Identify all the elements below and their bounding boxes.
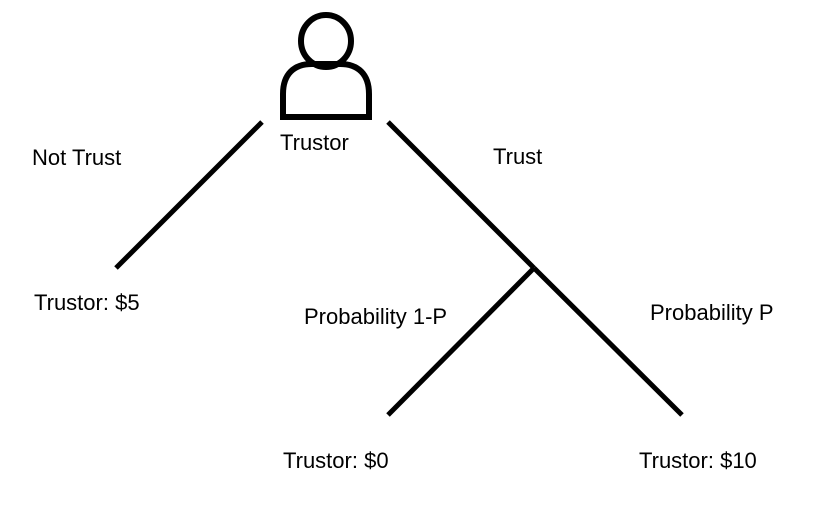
branch-trust-line — [386, 120, 536, 270]
branch-label-probability-1-minus-p: Probability 1-P — [304, 304, 448, 329]
branch-not-trust-line — [114, 120, 264, 270]
branch-probability-p-line — [532, 266, 684, 417]
branch-label-trust: Trust — [493, 144, 543, 169]
person-icon-head — [298, 12, 354, 70]
outcome-label-trust-success: Trustor: $10 — [639, 448, 757, 473]
outcome-label-not-trust: Trustor: $5 — [34, 290, 140, 315]
branch-label-probability-p: Probability P — [650, 300, 774, 325]
outcome-label-trust-fail: Trustor: $0 — [283, 448, 389, 473]
person-icon-body — [280, 61, 372, 120]
person-icon — [280, 12, 372, 120]
root-label: Trustor — [280, 130, 349, 155]
branch-label-not-trust: Not Trust — [32, 145, 122, 170]
branch-probability-1-minus-p-line — [386, 266, 536, 417]
